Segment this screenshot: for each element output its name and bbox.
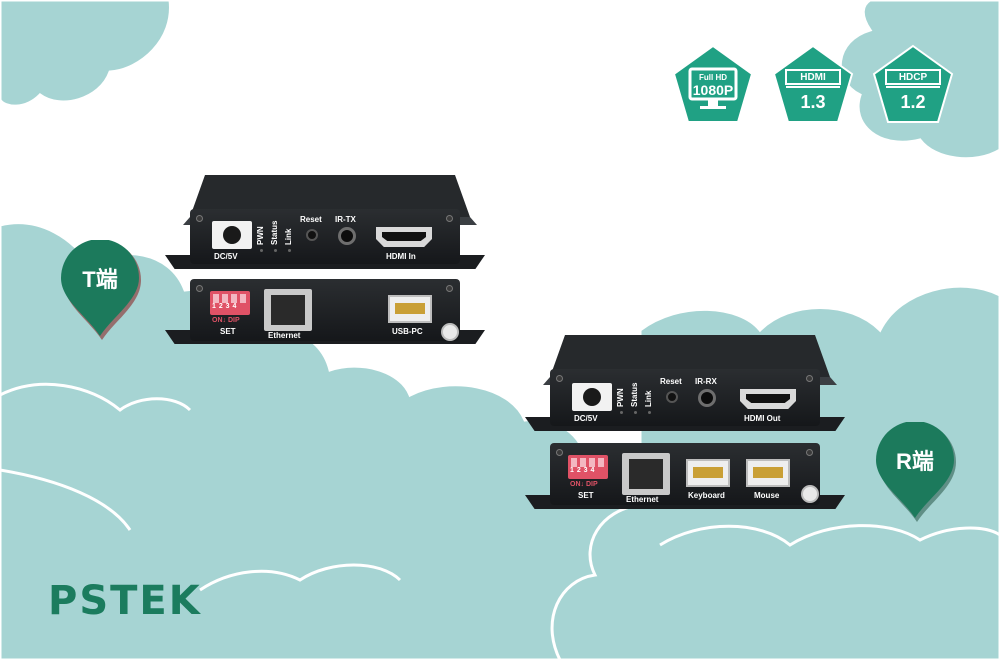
link-led xyxy=(288,249,291,252)
set-label: SET xyxy=(578,491,594,500)
receiver-rear-panel: 1 2 3 4 ON↓ DIP SET Ethernet Keyboard Mo… xyxy=(550,443,820,505)
dc-power-jack xyxy=(212,221,252,249)
hdmi-in-port[interactable] xyxy=(376,227,432,247)
badge-hdmi-value: 1.3 xyxy=(800,92,826,112)
map-pin-icon xyxy=(61,240,141,340)
reset-button[interactable] xyxy=(306,229,318,241)
keyboard-usb-port[interactable] xyxy=(686,459,730,487)
dip-switch[interactable]: 1 2 3 4 xyxy=(210,291,250,315)
monitor-icon xyxy=(672,44,754,123)
dip-switch[interactable]: 1 2 3 4 xyxy=(568,455,608,479)
ir-label: IR-TX xyxy=(335,215,356,224)
pwn-led xyxy=(260,249,263,252)
dip-numbers: 1 2 3 4 xyxy=(212,303,237,310)
hdmi-label: HDMI Out xyxy=(744,414,781,423)
badge-full-hd-label: Full HD xyxy=(699,73,727,82)
dc-label: DC/5V xyxy=(574,414,598,423)
transmitter-device: DC/5V PWN Status Link Reset IR-TX HDMI I… xyxy=(165,175,485,350)
usb-pc-port[interactable] xyxy=(388,295,432,323)
hdcp-logo-icon xyxy=(872,44,954,123)
badge-hdcp: HDCP 1.2 xyxy=(872,44,954,126)
badge-hdmi: HDMI 1.3 xyxy=(772,44,854,126)
reset-button[interactable] xyxy=(666,391,678,403)
keyboard-label: Keyboard xyxy=(688,491,725,500)
hdmi-out-port[interactable] xyxy=(740,389,796,409)
ethernet-port[interactable] xyxy=(622,453,670,495)
hdmi-label: HDMI In xyxy=(386,252,416,261)
usb-pc-label: USB-PC xyxy=(392,327,423,336)
pwn-label: PWN xyxy=(256,226,265,245)
reset-label: Reset xyxy=(660,377,682,386)
receiver-front-panel: DC/5V PWN Status Link Reset IR-RX HDMI O… xyxy=(550,369,820,426)
ir-jack[interactable] xyxy=(338,227,356,245)
link-label: Link xyxy=(284,228,293,245)
mouse-usb-port[interactable] xyxy=(746,459,790,487)
status-led xyxy=(634,411,637,414)
dip-sub-label: ON↓ DIP xyxy=(212,317,240,324)
dc-power-jack xyxy=(572,383,612,411)
pwn-label: PWN xyxy=(616,388,625,407)
status-led xyxy=(274,249,277,252)
pstek-logo: PSTEK xyxy=(48,578,202,624)
ethernet-port[interactable] xyxy=(264,289,312,331)
ir-label: IR-RX xyxy=(695,377,717,386)
dip-sub-label: ON↓ DIP xyxy=(570,481,598,488)
status-label: Status xyxy=(630,382,639,407)
dc-label: DC/5V xyxy=(214,252,238,261)
pwn-led xyxy=(620,411,623,414)
dip-numbers: 1 2 3 4 xyxy=(570,467,595,474)
status-label: Status xyxy=(270,220,279,245)
transmitter-rear-panel: 1 2 3 4 ON↓ DIP SET Ethernet USB-PC xyxy=(190,279,460,341)
receiver-device: DC/5V PWN Status Link Reset IR-RX HDMI O… xyxy=(525,335,845,515)
badge-full-hd-value: 1080P xyxy=(692,82,734,98)
badge-full-hd: Full HD 1080P xyxy=(672,44,754,126)
link-led xyxy=(648,411,651,414)
badge-hdcp-value: 1.2 xyxy=(900,92,926,112)
hdmi-logo-icon xyxy=(772,44,854,123)
transmitter-label: T端 xyxy=(82,267,118,292)
badge-hdmi-label: HDMI xyxy=(800,72,826,83)
receiver-pin: R端 xyxy=(872,422,958,526)
map-pin-icon xyxy=(876,422,956,522)
receiver-label: R端 xyxy=(896,449,934,474)
badge-hdcp-label: HDCP xyxy=(898,72,928,83)
mouse-label: Mouse xyxy=(754,491,780,500)
reset-label: Reset xyxy=(300,215,322,224)
ethernet-label: Ethernet xyxy=(626,495,659,504)
transmitter-front-panel: DC/5V PWN Status Link Reset IR-TX HDMI I… xyxy=(190,209,460,264)
link-label: Link xyxy=(644,390,653,407)
ethernet-label: Ethernet xyxy=(268,331,301,340)
ir-jack[interactable] xyxy=(698,389,716,407)
set-label: SET xyxy=(220,327,236,336)
transmitter-pin: T端 xyxy=(57,240,143,344)
